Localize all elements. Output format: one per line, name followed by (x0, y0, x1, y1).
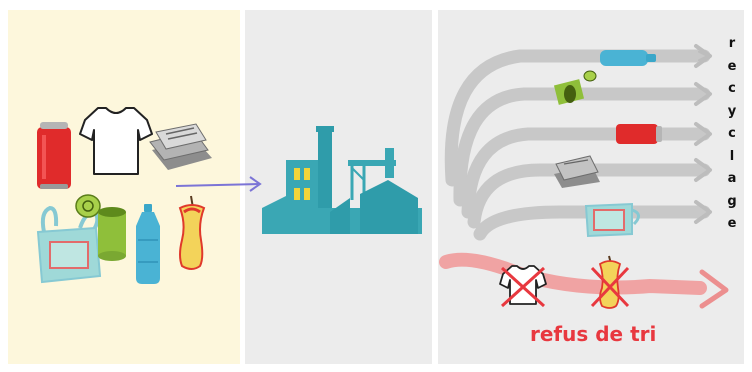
factory-icon (262, 126, 422, 234)
newspaper-icon (150, 124, 212, 170)
newspaper-icon (554, 156, 600, 188)
apple-core-icon (180, 196, 204, 269)
recycle-letter: l (722, 149, 742, 164)
plastic-bag-icon (586, 204, 639, 236)
t-shirt-icon (80, 108, 152, 174)
recycle-letter: g (722, 194, 742, 209)
water-bottle-icon (136, 204, 160, 284)
recycle-letter: c (722, 126, 742, 141)
reject-arrow (446, 260, 726, 306)
soda-can-icon (37, 122, 71, 189)
recycle-letter: e (722, 216, 742, 231)
recycle-letter: r (722, 36, 742, 51)
rejected-t-shirt-icon (500, 266, 546, 306)
recycle-letter: a (722, 171, 742, 186)
recycle-letter: e (722, 59, 742, 74)
recycle-letter: y (722, 104, 742, 119)
plastic-bag-icon (38, 208, 100, 282)
flow-arrow (176, 177, 260, 191)
recycle-letter: c (722, 81, 742, 96)
soda-can-icon (616, 124, 662, 144)
reject-label: refus de tri (530, 322, 656, 346)
